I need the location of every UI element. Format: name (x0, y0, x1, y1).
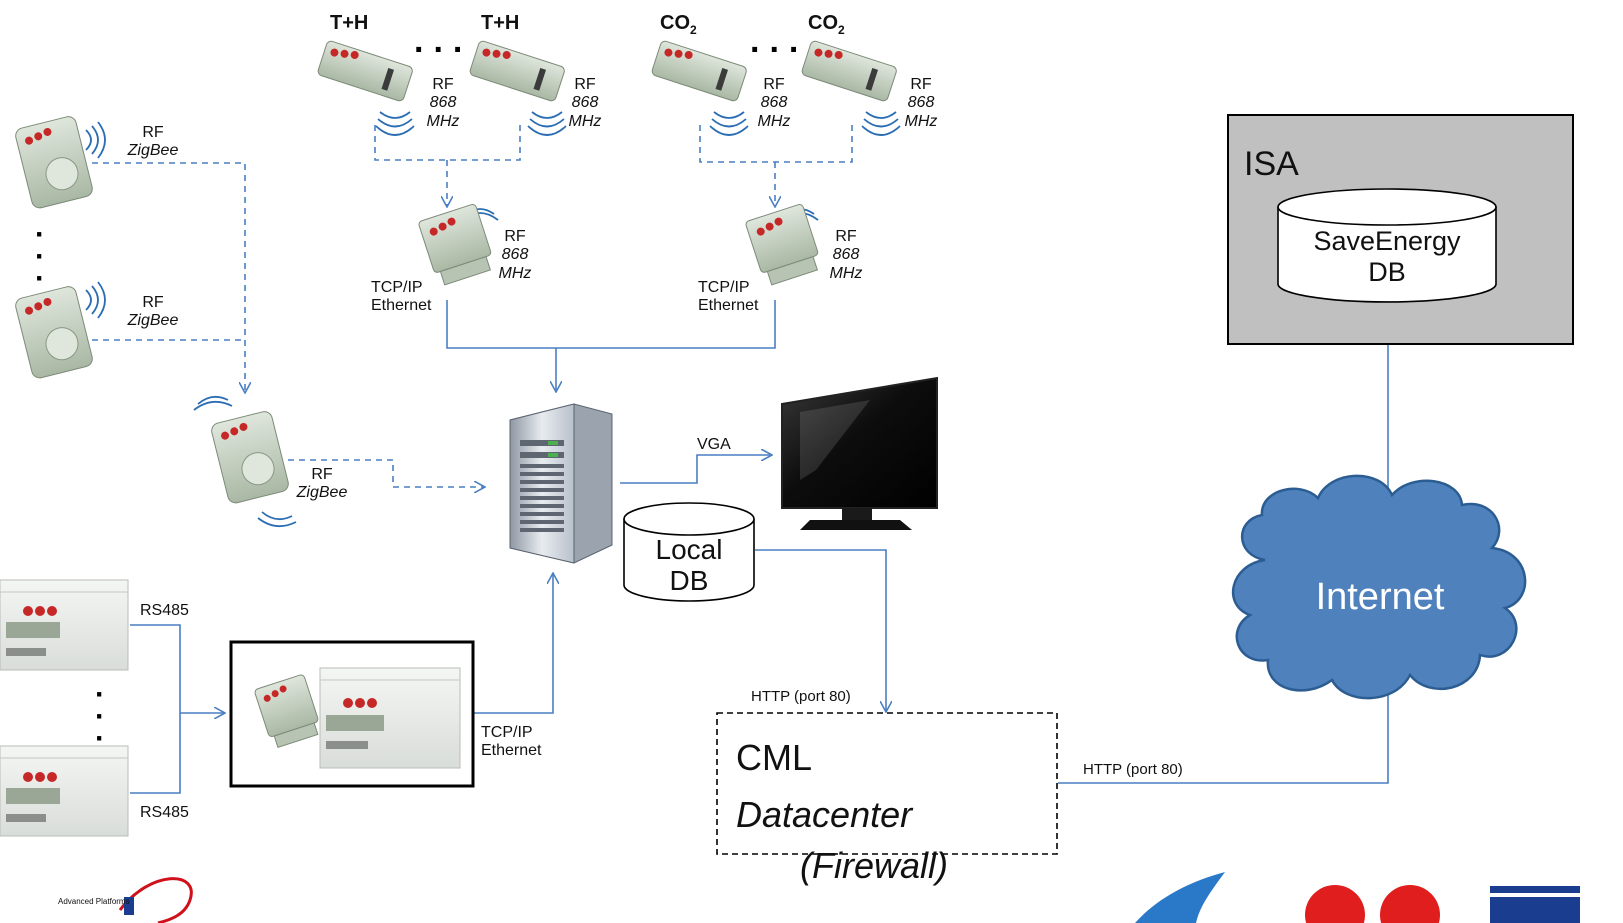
red-swirl-logo-icon (118, 877, 193, 923)
cml-datacenter-box (716, 712, 1058, 855)
blue-block-logo-icon (1490, 886, 1580, 923)
zigbee-coordinator-plug (211, 411, 289, 504)
rf-wave-icons (85, 111, 901, 528)
firewall-label: (Firewall) (800, 845, 948, 886)
http-label-cml: HTTP (port 80) (1083, 761, 1183, 778)
connectors (92, 125, 1388, 794)
datacenter-label: Datacenter (736, 794, 913, 835)
swoosh-logo-icon (1135, 872, 1225, 923)
rs485-label-bottom: RS485 (140, 804, 189, 821)
meter-more-dots: ··· (95, 678, 105, 755)
vga-line (620, 455, 772, 484)
meter-gateway-to-server-line (474, 573, 553, 714)
http-label-localdb: HTTP (port 80) (751, 688, 851, 705)
co2-sensor-right (801, 40, 897, 102)
cml-title: CML (736, 737, 813, 778)
rs485-line (130, 624, 225, 794)
energy-meter-1 (0, 579, 129, 671)
meter-gateway-meter (319, 667, 461, 769)
co2-more-dots: ... (750, 22, 809, 60)
zigbee-plug-2 (15, 286, 93, 379)
vga-label: VGA (697, 436, 731, 453)
zigbee-plug1-line (92, 162, 245, 393)
rf-gateway-right (745, 203, 819, 286)
partner-logos (118, 872, 1580, 923)
internet-label: Internet (1315, 576, 1445, 618)
co2-collector-line (699, 125, 853, 163)
local-db-cylinder (623, 502, 755, 602)
energy-meter-2 (0, 745, 129, 837)
co2-left-title: CO2 (660, 12, 697, 37)
th-right-title: T+H (481, 12, 520, 34)
th-sensor-left (317, 40, 413, 102)
monitor-icon (781, 376, 938, 530)
red-dot-logo-icon (1305, 885, 1365, 923)
zigbee-more-dots: ··· (35, 218, 45, 295)
co2-sensor-left (651, 40, 747, 102)
th-more-dots: ... (414, 22, 473, 60)
co2-right-title: CO2 (808, 12, 845, 37)
th-sensor-right (469, 40, 565, 102)
isa-db-cylinder (1277, 188, 1497, 303)
gateways-to-server-line (446, 300, 776, 349)
isa-title: ISA (1244, 145, 1299, 183)
rs485-label-top: RS485 (140, 602, 189, 619)
cml-to-internet-line (1058, 682, 1388, 784)
th-left-title: T+H (330, 12, 369, 34)
server-icon (509, 403, 613, 564)
rf-gateway-left (418, 203, 492, 286)
zigbee-coordinator-line (288, 459, 485, 487)
meter-gateway-din-device (254, 674, 319, 749)
partner-logo-text: Advanced Platforms (58, 897, 130, 906)
zigbee-plug-1 (15, 116, 93, 209)
localdb-to-cml-line (755, 549, 886, 712)
internet-cloud (1232, 474, 1527, 700)
